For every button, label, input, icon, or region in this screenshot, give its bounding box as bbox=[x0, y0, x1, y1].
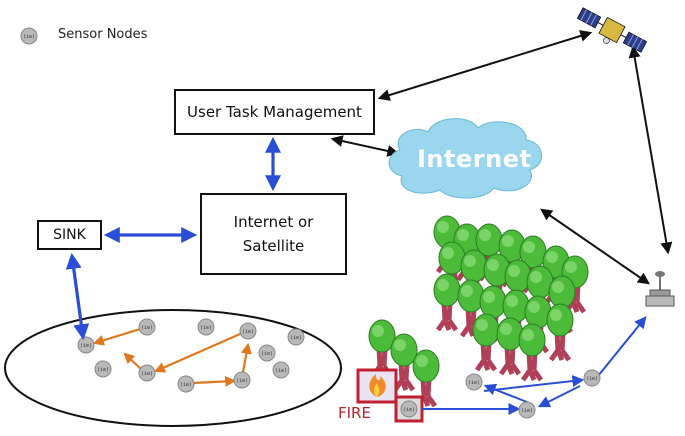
tree-icon bbox=[497, 318, 523, 374]
tree-icon bbox=[547, 304, 573, 360]
sensor-node-icon bbox=[465, 373, 483, 391]
internet-cloud-label: Internet bbox=[417, 145, 532, 173]
orange-arrows bbox=[92, 327, 252, 387]
sensor-node-icon bbox=[138, 364, 156, 382]
sensor-field-ellipse bbox=[4, 309, 342, 427]
tree-icon bbox=[519, 324, 545, 380]
blue-arrows bbox=[65, 136, 281, 341]
legend-sensor-node-icon bbox=[20, 27, 38, 45]
sensor-node-icon bbox=[518, 401, 536, 419]
sensor-node-icon bbox=[287, 328, 305, 346]
sensor-node-icon bbox=[77, 336, 95, 354]
satellite-icon bbox=[576, 7, 648, 53]
black-arrows bbox=[330, 30, 673, 285]
user-task-management-label: User Task Management bbox=[187, 103, 362, 121]
fire-label: FIRE bbox=[338, 404, 371, 422]
sensor-node-icon bbox=[197, 318, 215, 336]
tree-icon bbox=[473, 314, 499, 370]
sensor-node-icon bbox=[138, 318, 156, 336]
sensor-node-icon bbox=[94, 360, 112, 378]
sensor-node-icon bbox=[272, 361, 290, 379]
tree-icon bbox=[434, 274, 460, 330]
sensor-node-icon bbox=[258, 344, 276, 362]
sensor-node-icon bbox=[583, 369, 601, 387]
internet-or-satellite-box: Internet or Satellite bbox=[200, 193, 347, 275]
legend-label: Sensor Nodes bbox=[58, 27, 148, 42]
internet-or-satellite-line1: Internet or bbox=[233, 213, 314, 231]
sink-label: SINK bbox=[53, 227, 86, 243]
sensor-node-icon bbox=[239, 322, 257, 340]
sink-box: SINK bbox=[37, 220, 102, 250]
fire-icon bbox=[356, 368, 424, 423]
base-station-icon bbox=[645, 271, 675, 307]
forest-blue-links bbox=[422, 316, 647, 415]
user-task-management-box: User Task Management bbox=[174, 89, 375, 135]
internet-cloud-icon bbox=[388, 118, 542, 199]
internet-or-satellite-line2: Satellite bbox=[242, 237, 305, 255]
sensor-node-icon bbox=[177, 375, 195, 393]
sensor-node-icon bbox=[233, 371, 251, 389]
